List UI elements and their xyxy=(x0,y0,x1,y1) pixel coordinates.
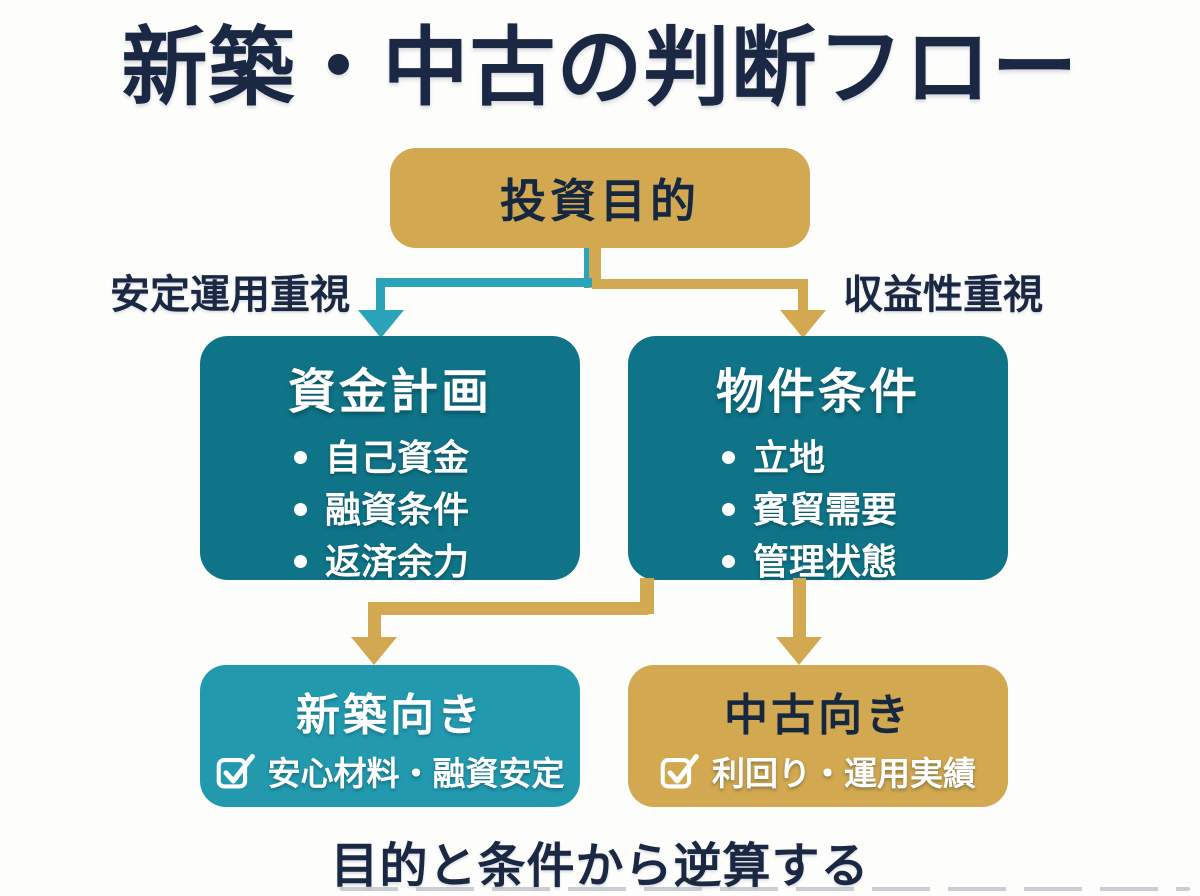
property-conditions-list: 立地 賓貿需要 管理状態 xyxy=(628,432,897,587)
list-item: 返済余力 xyxy=(294,536,469,588)
dot-icon xyxy=(722,555,735,569)
flow-node-new-build-result: 新築向き 安心材料・融資安定 xyxy=(200,665,580,807)
list-item: 立地 xyxy=(722,432,897,484)
connector-straight-vertical xyxy=(793,578,806,640)
list-item-label: 立地 xyxy=(753,437,826,478)
connector-left-horizontal xyxy=(376,278,592,287)
flow-node-used-result: 中古向き 利回り・運用実績 xyxy=(628,665,1008,807)
list-item-label: 自己資金 xyxy=(325,437,470,478)
connector-elbow-horizontal xyxy=(368,602,654,615)
flow-node-investment-purpose: 投資目的 xyxy=(390,148,810,248)
connector-left-vertical xyxy=(376,278,385,314)
list-item-label: 返済余力 xyxy=(325,540,470,582)
dot-icon xyxy=(294,503,307,517)
flow-node-title: 物件条件 xyxy=(715,366,920,419)
dot-icon xyxy=(294,451,307,465)
list-item-label: 賓貿需要 xyxy=(753,488,898,530)
connector-stem-gold xyxy=(589,248,601,288)
flow-node-property-conditions: 物件条件 立地 賓貿需要 管理状態 xyxy=(628,336,1008,582)
flow-node-title: 中古向き xyxy=(724,691,912,740)
arrow-down-teal-icon xyxy=(358,310,404,338)
connector-right-horizontal xyxy=(592,279,808,289)
list-item-label: 管理状態 xyxy=(753,540,898,582)
connector-elbow-vertical xyxy=(368,602,381,640)
flow-node-funding-plan: 資金計画 自己資金 融資条件 返済余力 xyxy=(200,336,580,582)
arrow-down-gold-icon xyxy=(780,310,826,338)
list-item: 自己資金 xyxy=(294,432,469,484)
footer-tagline: 目的と条件から逆算する xyxy=(330,840,870,893)
list-item: 賓貿需要 xyxy=(722,484,897,536)
funding-plan-list: 自己資金 融資条件 返済余力 xyxy=(200,432,469,587)
dot-icon xyxy=(722,503,735,517)
arrow-down-gold-icon xyxy=(351,637,397,665)
result-note-label: 安心材料・融資安定 xyxy=(267,755,565,792)
dot-icon xyxy=(294,555,307,569)
arrow-down-gold-icon xyxy=(776,637,822,665)
flow-node-title: 新築向き xyxy=(296,691,484,740)
list-item: 融資条件 xyxy=(294,484,469,536)
flow-node-label: 投資目的 xyxy=(500,175,700,227)
branch-label-stability: 安定運用重視 xyxy=(110,273,350,317)
branch-label-profitability: 収益性重視 xyxy=(843,273,1043,317)
list-item: 管理状態 xyxy=(722,536,897,588)
dot-icon xyxy=(722,451,735,465)
list-item-label: 融資条件 xyxy=(325,488,470,530)
result-note-label: 利回り・運用実績 xyxy=(712,755,976,792)
page-title: 新築・中古の判断フロー xyxy=(121,20,1079,116)
result-note: 安心材料・融資安定 xyxy=(216,747,565,795)
flow-node-title: 資金計画 xyxy=(287,366,492,419)
connector-stem-teal xyxy=(584,248,589,288)
connector-right-vertical xyxy=(798,279,808,314)
checkbox-check-icon xyxy=(216,753,255,789)
result-note: 利回り・運用実績 xyxy=(660,747,976,795)
cropped-text-remnant xyxy=(340,887,1190,891)
checkbox-check-icon xyxy=(660,753,699,789)
